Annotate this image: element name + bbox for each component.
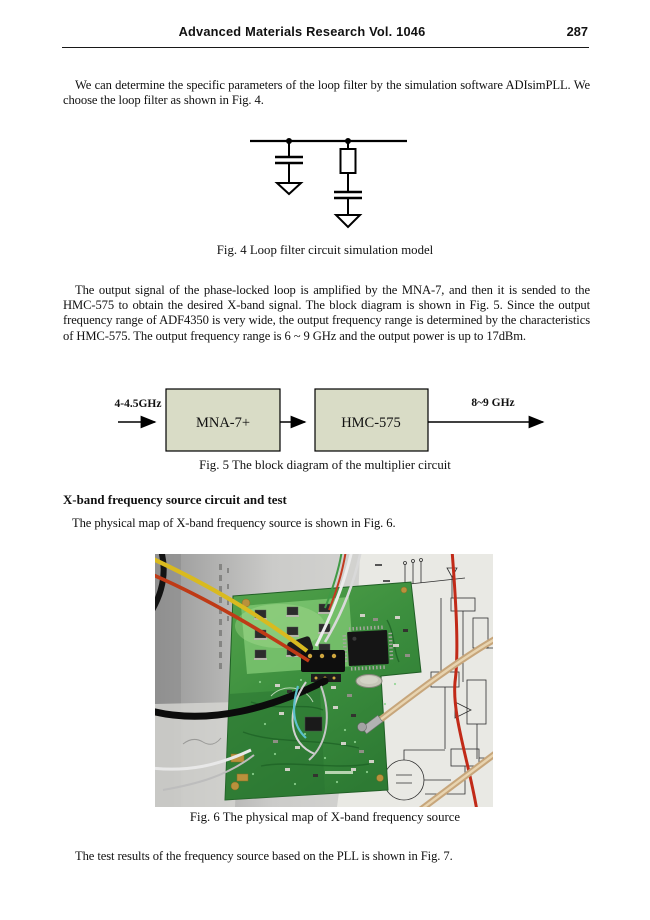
paragraph-loop-filter: We can determine the specific parameters… (63, 78, 590, 108)
capacitor-branch (274, 141, 304, 196)
fig4-caption: Fig. 4 Loop filter circuit simulation mo… (216, 243, 434, 257)
qfp-chip (342, 625, 394, 671)
hmc575-block (314, 388, 429, 452)
fig6-caption: Fig. 6 The physical map of X-band freque… (189, 810, 461, 824)
gold-pads (230, 586, 408, 791)
section-heading: X-band frequency source circuit and test (63, 493, 287, 507)
fig6-pcb-photo (155, 554, 493, 807)
passive-components (273, 614, 410, 777)
mna7-label: MNA-7+ (196, 415, 250, 431)
fig5-block-diagram: 4-4.5GHz MNA-7+ HMC-575 8~9 GHz (115, 388, 545, 452)
circuit-wire (250, 138, 407, 229)
cyan-wire (292, 685, 307, 739)
section-intro: The physical map of X-band frequency sou… (72, 516, 396, 530)
ground-icon (333, 214, 363, 229)
red-wire (155, 573, 310, 663)
gray-jumper-wire (291, 681, 316, 755)
fig4-loop-filter-circuit (250, 138, 407, 229)
paragraph-output-signal: The output signal of the phase-locked lo… (63, 283, 590, 343)
black-wire-top-left (155, 554, 167, 611)
paragraph-test-results: The test results of the frequency source… (75, 849, 453, 863)
mna7-block (165, 388, 281, 452)
journal-title: Advanced Materials Research Vol. 1046 (178, 24, 426, 39)
ground-icon (274, 182, 304, 196)
yellow-wire (155, 557, 309, 653)
paper-text-marks (182, 564, 229, 745)
fig5-caption: Fig. 5 The block diagram of the multipli… (199, 458, 451, 472)
crystal-oscillator (355, 674, 383, 688)
small-ic-chip (304, 716, 323, 732)
coax-cable (357, 636, 493, 807)
wires (155, 554, 493, 807)
pcb-traces (242, 619, 400, 767)
output-frequency-label: 8~9 GHz (471, 397, 514, 409)
white-wire (314, 554, 353, 647)
header-rule (62, 47, 589, 48)
resistor-capacitor-branch (333, 141, 363, 229)
page-number: 287 (566, 24, 588, 39)
input-frequency-label: 4-4.5GHz (115, 398, 162, 410)
red-wire-right (450, 554, 478, 807)
thick-black-wire (155, 677, 329, 720)
hmc575-label: HMC-575 (341, 415, 401, 431)
resistor-icon (339, 148, 357, 174)
